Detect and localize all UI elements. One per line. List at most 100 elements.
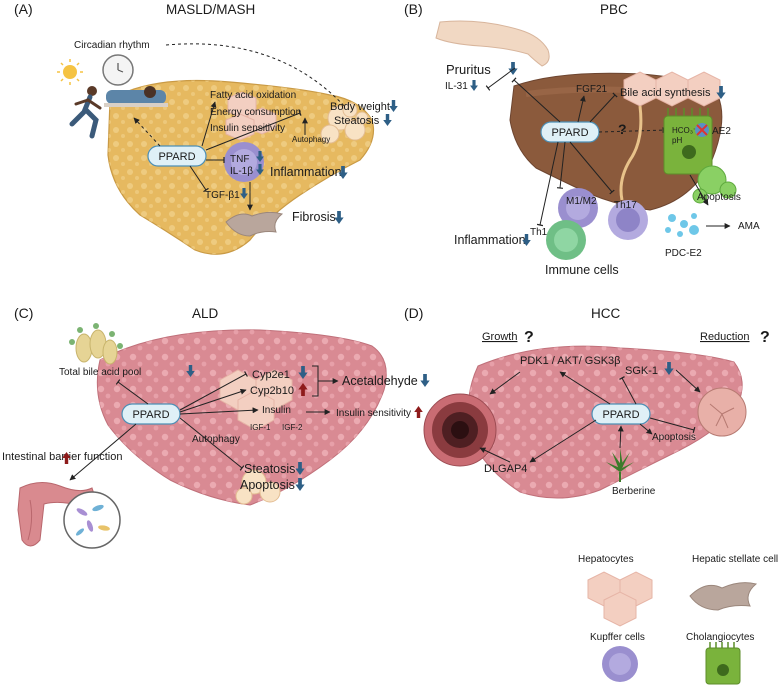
steatosis-a-label: Steatosis (334, 115, 380, 127)
question-b: ? (618, 121, 627, 137)
ppard-d-label: PPARD (602, 409, 639, 421)
autophagy-a-label: Autophagy (292, 135, 330, 144)
kupffer-cell-a (224, 142, 264, 182)
tgfb1-label: TGF-β1 (205, 190, 240, 201)
cyp2b10-label: Cyp2b10 (250, 385, 294, 397)
pathway-label: PDK1 / AKT/ GSK3β (520, 355, 620, 367)
hco3-label: HCO₃⁻ (672, 126, 697, 135)
dlgap4-label: DLGAP4 (484, 463, 527, 475)
il31-label: IL-31 (445, 81, 468, 92)
igf1-label: IGF-1 (250, 423, 271, 432)
panel-a-letter: (A) (14, 1, 33, 17)
steatosis-c-label: Steatosis (244, 462, 295, 476)
bile-synth-label: Bile acid synthesis (620, 87, 711, 99)
legend-stellate-label: Hepatic stellate cells (692, 554, 778, 565)
panel-a: (A) MASLD/MASH Circadian rhythm (14, 1, 398, 255)
insulin-c-label: Insulin (262, 405, 291, 416)
ppard-d-box (591, 403, 651, 425)
acetaldehyde-label: Acetaldehyde (342, 374, 418, 388)
ae2-channel-icon (695, 123, 709, 137)
th17-cell (608, 200, 648, 240)
apoptosis-c-label: Apoptosis (240, 478, 295, 492)
igf2-label: IGF-2 (282, 423, 303, 432)
insulin-sens-label: Insulin sensitivity (210, 123, 285, 134)
circadian-label: Circadian rhythm (74, 40, 150, 51)
panel-c: (C) ALD Total bile acid pool PPARD Cyp2e… (2, 305, 430, 549)
panel-b-letter: (B) (404, 1, 423, 17)
moon-icon (165, 62, 178, 81)
panel-a-title: MASLD/MASH (166, 2, 255, 17)
sleeping-person-icon (104, 86, 168, 107)
panel-d-title: HCC (591, 306, 620, 321)
energy-label: Energy consumption (210, 107, 301, 118)
panel-d-letter: (D) (404, 305, 423, 321)
tumor-icon (423, 393, 497, 467)
inflammation-b-label: Inflammation (454, 233, 526, 247)
legend-cholangiocytes-label: Cholangiocytes (686, 632, 754, 643)
panel-b: (B) PBC Pruritus IL-31 FGF21 Bile acid s… (404, 1, 760, 277)
ae2-label: AE2 (712, 126, 731, 137)
ppard-a-label: PPARD (158, 151, 195, 163)
macrophage-cell (558, 188, 598, 228)
hand-icon (435, 20, 550, 67)
growth-question: ? (524, 329, 534, 346)
cyp2e1-label: Cyp2e1 (252, 369, 290, 381)
stellate-cell-a (225, 211, 284, 237)
berberine-plant-icon (606, 448, 634, 482)
microbiome-magnifier-icon (63, 491, 121, 549)
pruritus-label: Pruritus (446, 62, 491, 77)
ph-label: pH (672, 136, 682, 145)
panel-c-title: ALD (192, 306, 219, 321)
bile-pool-label: Total bile acid pool (59, 367, 141, 378)
apoptotic-cell-b (692, 165, 737, 204)
th1-cell (546, 220, 586, 260)
hepatocyte-cluster-b (623, 71, 721, 107)
shrinking-tumor-icon (697, 387, 747, 437)
sgk1-label: SGK-1 (625, 365, 658, 377)
bile-acid-cluster (69, 323, 123, 365)
insulin-sens-c-label: Insulin sensitivity (336, 408, 411, 419)
fgf21-label: FGF21 (576, 84, 608, 95)
pdce2-particles (665, 213, 699, 237)
panel-d: (D) HCC Growth ? Reduction ? PDK1 / AKT/… (404, 305, 770, 499)
legend-hepatocytes-label: Hepatocytes (578, 554, 634, 565)
ama-label: AMA (738, 221, 760, 232)
hepatocyte-cluster-c (219, 369, 293, 431)
ppard-b-label: PPARD (551, 127, 588, 139)
legend-hepatocyte-icon (587, 571, 653, 627)
body-weight-label: Body weight (330, 101, 390, 113)
legend-kupffer-label: Kupffer cells (590, 632, 645, 643)
il1b-label: IL-1β (230, 166, 253, 177)
ppard-a-box (147, 145, 207, 167)
inflammation-a-label: Inflammation (270, 165, 342, 179)
growth-label: Growth (482, 331, 517, 343)
sun-icon (57, 59, 83, 85)
fat-droplet-cluster-c (235, 469, 281, 505)
berberine-label: Berberine (612, 486, 656, 497)
apoptosis-b-label: Apoptosis (697, 192, 741, 203)
immune-cells-label: Immune cells (545, 263, 619, 277)
panel-c-letter: (C) (14, 305, 33, 321)
m1m2-label: M1/M2 (566, 196, 597, 207)
th1-label: Th1 (530, 227, 548, 238)
tnf-label: TNF (230, 154, 249, 165)
reduction-label: Reduction (700, 331, 750, 343)
cell-legend: Hepatocytes Hepatic stellate cells Kupff… (578, 554, 778, 685)
apoptosis-d-label: Apoptosis (652, 432, 696, 443)
legend-kupffer-icon (602, 646, 638, 682)
fatty-acid-label: Fatty acid oxidation (210, 90, 296, 101)
fibrosis-label: Fibrosis (292, 210, 336, 224)
reduction-question: ? (760, 329, 770, 346)
th17-label: Th17 (614, 200, 637, 211)
clock-icon (102, 54, 134, 86)
panel-b-title: PBC (600, 2, 628, 17)
ppard-c-label: PPARD (132, 409, 169, 421)
legend-stellate-icon (689, 582, 758, 611)
legend-cholangiocyte-icon (705, 642, 741, 685)
intestinal-label: Intestinal barrier function (2, 451, 122, 463)
runner-icon (69, 86, 102, 139)
pdce2-label: PDC-E2 (665, 248, 702, 259)
autophagy-c-label: Autophagy (192, 434, 240, 445)
fat-droplet-cluster (320, 102, 369, 144)
